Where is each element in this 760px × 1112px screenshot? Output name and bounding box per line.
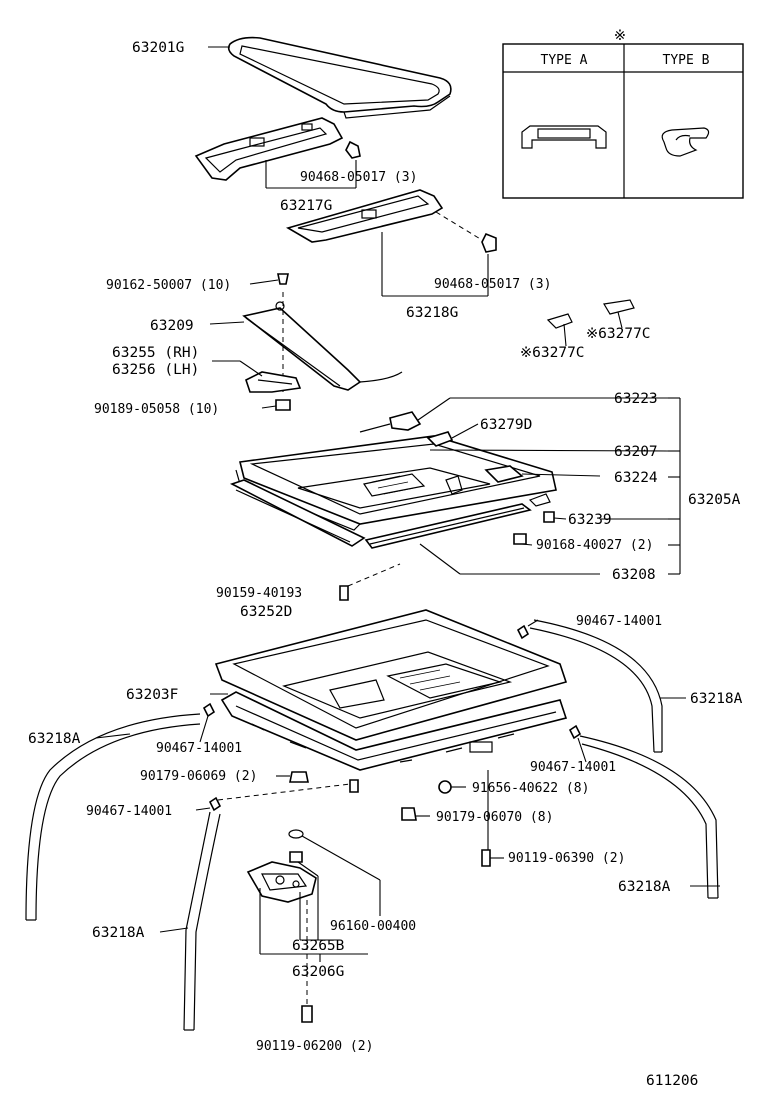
label-63201G: 63201G [132,40,184,56]
bolt-90468-05017-a [345,140,361,159]
label-63203F: 63203F [126,687,178,703]
sunshade-63209 [242,301,403,391]
label-63255: 63255 (RH) [112,345,199,361]
label-63218A-a: 63218A [690,691,743,707]
bracket-63223 [359,411,422,433]
clip-90467-14001-d [208,796,222,812]
clip-63279D [426,431,454,447]
label-63217G: 63217G [280,198,332,214]
legend-type-a: TYPE A [541,53,588,68]
clip-63277C-a [546,313,573,329]
screw-90159-40193 [339,585,349,601]
legend-symbol: ※ [614,28,626,44]
label-63277C-a: ※63277C [520,345,585,361]
label-63218A-b: 63218A [28,731,81,747]
clip-63277C-b [603,299,635,315]
glass-bracket-63217G [194,117,344,181]
glass-bracket-63218G [285,189,444,243]
label-90162-50007: 90162-50007 (10) [106,278,231,293]
bolt-90119-06200 [301,1005,313,1023]
label-63206G: 63206G [292,964,344,980]
label-63218A-c: 63218A [618,879,671,895]
clip-90467-14001-a [516,624,530,640]
sunshade-holder-63255 [245,371,302,393]
clip-91656-40622 [438,780,452,794]
label-63218A-d: 63218A [92,925,145,941]
figure-number: 611206 [646,1073,698,1089]
label-90467-14001-d: 90467-14001 [86,804,172,819]
label-63277C-b: ※63277C [586,326,651,342]
label-63256: 63256 (LH) [112,362,199,378]
label-90168-40027: 90168-40027 (2) [536,538,653,553]
drain-hose-63218A-left [25,713,201,921]
label-63223: 63223 [614,391,658,407]
nut-90179-06070 [401,807,417,821]
label-63218G: 63218G [406,305,458,321]
drain-hose-63218A-right [579,735,719,899]
label-63209: 63209 [150,318,194,334]
label-63205A: 63205A [688,492,741,508]
bolt-90168-40027 [513,533,527,545]
clip-63239 [528,493,555,523]
bolt-90162-50007 [277,273,289,285]
type-legend-box: ※ TYPE A TYPE B [502,28,744,199]
sunroof-frame-63203F [220,691,568,793]
label-90179-06069: 90179-06069 (2) [140,769,257,784]
sunroof-motor-63265B [246,851,317,903]
label-90119-06200: 90119-06200 (2) [256,1039,373,1054]
label-63265B: 63265B [292,938,345,954]
label-90467-14001-c: 90467-14001 [530,760,616,775]
clip-90467-14001-b [202,702,216,718]
clip-90467-14001-c [568,724,582,740]
label-90179-06070: 90179-06070 (8) [436,810,553,825]
label-90119-06390: 90119-06390 (2) [508,851,625,866]
label-90467-14001-b: 90467-14001 [156,741,242,756]
bolt-90189-05058 [275,399,291,411]
bolt-90119-06390 [481,849,491,867]
bolt-90468-05017-b [481,232,497,253]
label-63207: 63207 [614,444,658,460]
label-63208: 63208 [612,567,656,583]
clip-type-b-icon [661,127,710,157]
label-90159-40193: 90159-40193 [216,586,302,601]
label-63252D: 63252D [240,604,292,620]
label-90467-14001-a: 90467-14001 [576,614,662,629]
legend-type-b: TYPE B [663,53,710,68]
label-91656-40622: 91656-40622 (8) [472,781,589,796]
label-90189-05058: 90189-05058 (10) [94,402,219,417]
washer-96160-00400 [288,829,304,839]
sunroof-housing-63252D [214,609,568,741]
glass-panel-63201G [227,36,452,119]
label-90468-05017-a: 90468-05017 (3) [300,170,417,185]
label-90468-05017-b: 90468-05017 (3) [434,277,551,292]
label-63239: 63239 [568,512,612,528]
clip-type-a-icon [521,125,607,149]
label-63224: 63224 [614,470,658,486]
label-96160-00400: 96160-00400 [330,919,416,934]
drain-hose-63218A-bottom-left [183,811,221,1031]
label-63279D: 63279D [480,417,532,433]
nut-90179-06069 [289,771,309,783]
bracket-63224 [484,465,524,483]
lower-frame-63208 [229,479,532,549]
